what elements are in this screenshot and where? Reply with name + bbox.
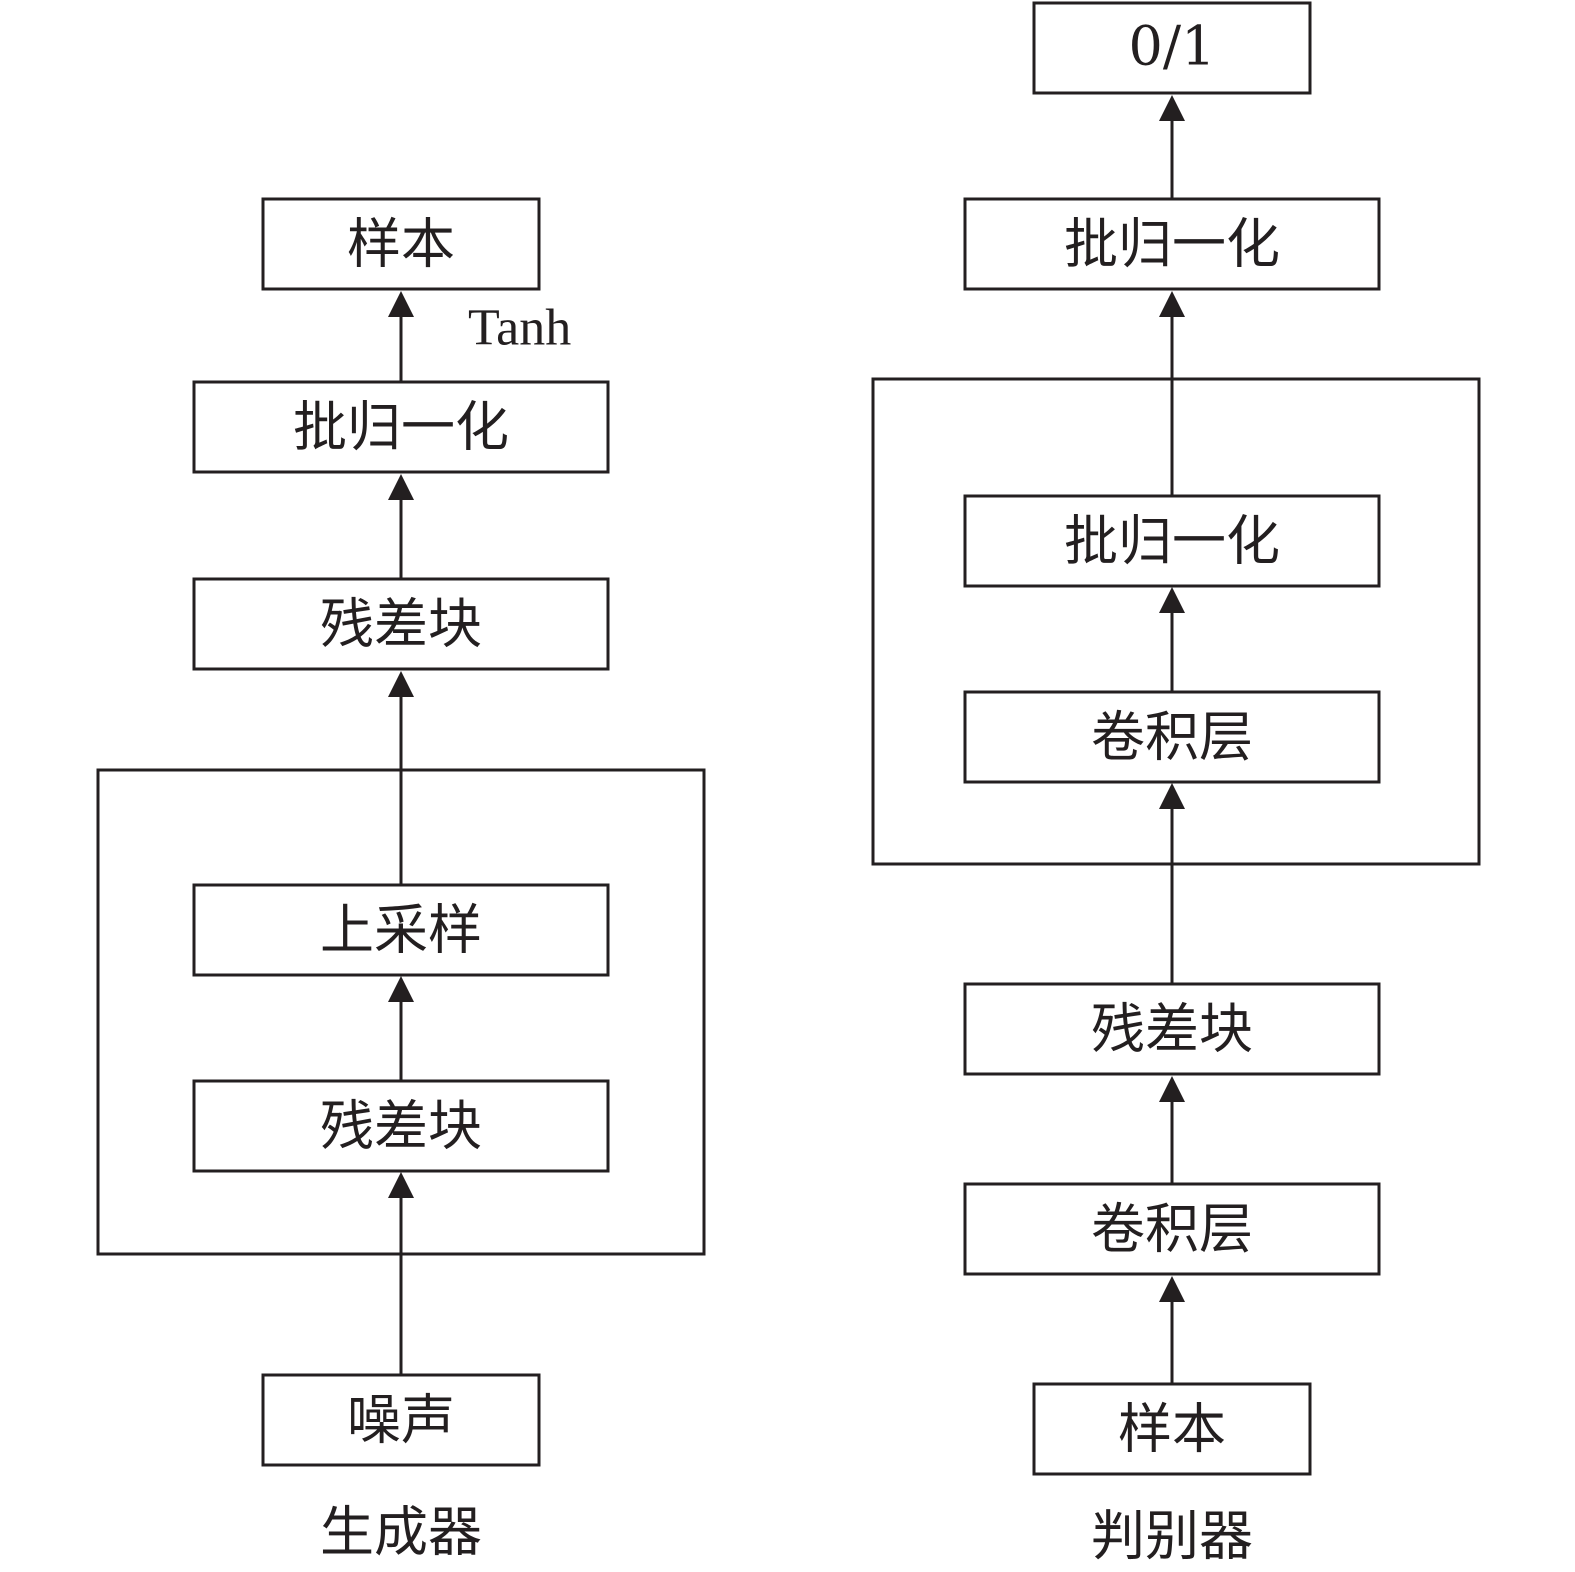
node-label: 残差块 [1091,998,1253,1061]
node-label: 样本 [347,213,455,276]
generator-node-resblock-inner: 残差块 [192,1079,610,1173]
discriminator-node-conv: 卷积层 [963,1182,1381,1276]
discriminator: 0/1 批归一化 批归一化 卷积层 残差块 卷积层 样本 判别器 [871,1,1481,1568]
node-label: 卷积层 [1091,1198,1253,1261]
node-label: 残差块 [320,1095,482,1158]
node-label: 噪声 [347,1389,455,1452]
node-label: 批归一化 [1064,510,1280,573]
arrowhead-resblock-to-conv-inner [1159,783,1185,809]
arrowhead-conv-to-resblock [1159,1076,1185,1102]
arrowhead-conv-inner-to-batchnorm-inner [1159,587,1185,613]
discriminator-node-conv-inner: 卷积层 [963,690,1381,784]
arrowhead-batchnorm-to-output [1159,95,1185,121]
discriminator-node-batchnorm: 批归一化 [963,197,1381,291]
arrowhead-batchnorm-to-sample [388,291,414,317]
arrowhead-noise-to-resblock [388,1172,414,1198]
generator: Tanh 样本 批归一化 残差块 上采样 残差块 噪声 生成器 [96,197,706,1564]
arrowhead-batchnorm-inner-to-batchnorm [1159,291,1185,317]
generator-node-upsample: 上采样 [192,883,610,977]
node-label: 卷积层 [1091,706,1253,769]
discriminator-node-resblock: 残差块 [963,982,1381,1076]
node-label: 样本 [1118,1398,1226,1461]
generator-node-noise: 噪声 [261,1373,541,1467]
node-label: 批归一化 [293,396,509,459]
node-label: 0/1 [1129,15,1216,78]
tanh-activation-label: Tanh [468,300,571,357]
arrowhead-resblock-to-batchnorm [388,474,414,500]
discriminator-node-batchnorm-inner: 批归一化 [963,494,1381,588]
generator-node-sample: 样本 [261,197,541,291]
arrowhead-sample-to-conv [1159,1276,1185,1302]
discriminator-block-group [871,377,1481,866]
generator-node-batchnorm: 批归一化 [192,380,610,474]
discriminator-node-sample: 样本 [1032,1382,1312,1476]
node-label: 残差块 [320,593,482,656]
arrowhead-upsample-to-resblock [388,671,414,697]
node-label: 批归一化 [1064,213,1280,276]
arrowhead-resblock-to-upsample [388,976,414,1002]
node-label: 上采样 [320,899,482,962]
discriminator-caption: 判别器 [1091,1505,1253,1568]
discriminator-node-output: 0/1 [1032,1,1312,95]
generator-node-resblock-outer: 残差块 [192,577,610,671]
generator-caption: 生成器 [320,1501,482,1564]
